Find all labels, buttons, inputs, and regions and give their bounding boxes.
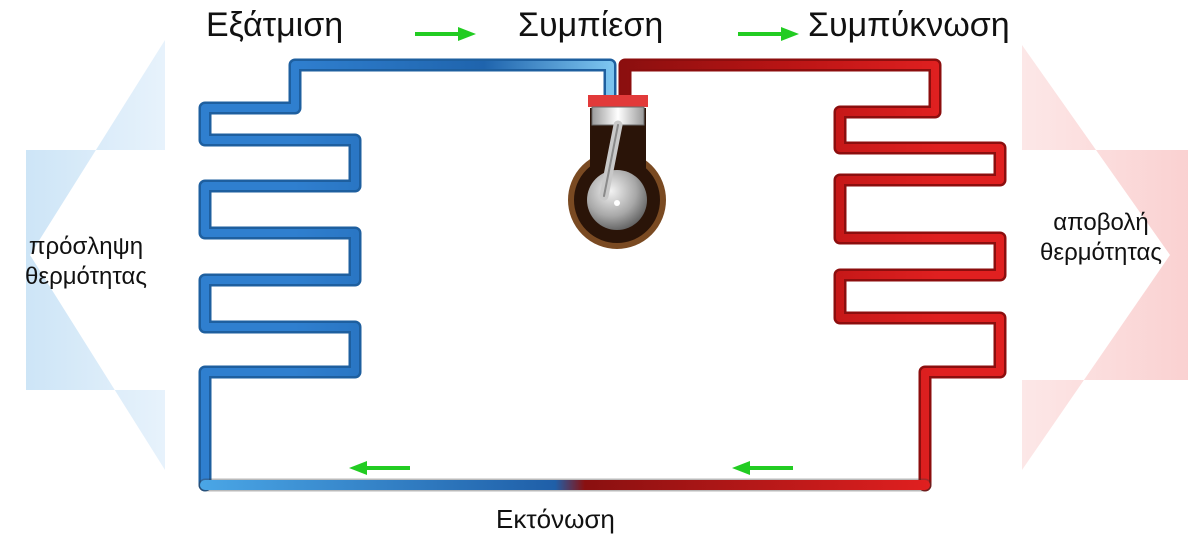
flow-arrow-top-right: [738, 27, 799, 41]
heat-rejection-line2: θερμότητας: [1040, 239, 1162, 266]
green-arrow-icon: [349, 27, 799, 475]
evaporator-coil: [198, 58, 617, 492]
flow-arrow-bottom-left: [349, 461, 410, 475]
heat-intake-arrow: [26, 40, 165, 470]
flow-arrow-top-left: [415, 27, 476, 41]
heat-absorption-line1: πρόσληψη: [28, 233, 144, 260]
heat-rejection-label: αποβολή θερμότητας: [1016, 208, 1186, 268]
heat-absorption-label: πρόσληψη θερμότητας: [6, 232, 166, 292]
flow-arrow-bottom-right: [732, 461, 793, 475]
heat-absorption-line2: θερμότητας: [25, 263, 147, 290]
stage-label-condensation: Συμπύκνωση: [808, 6, 1010, 44]
heat-rejection-arrow: [1022, 45, 1188, 470]
stage-label-compression: Συμπίεση: [518, 6, 664, 44]
heat-rejection-line1: αποβολή: [1053, 209, 1149, 236]
stage-label-evaporation: Εξάτμιση: [206, 6, 344, 44]
stage-label-expansion: Εκτόνωση: [496, 504, 615, 534]
piston-compressor-icon: [568, 95, 666, 249]
